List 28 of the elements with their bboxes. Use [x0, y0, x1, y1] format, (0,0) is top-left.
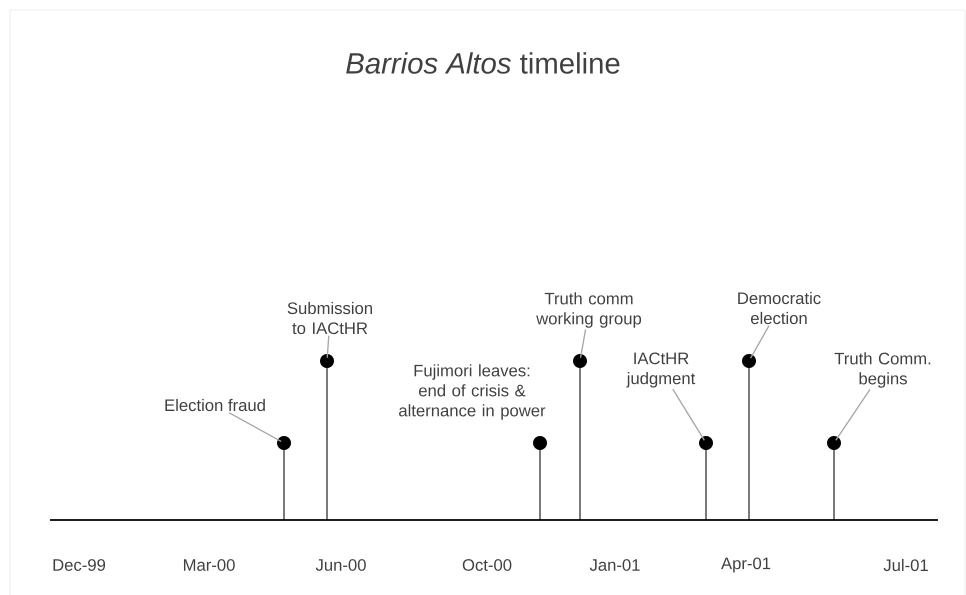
leader-line: [672, 388, 705, 441]
event-dot: [827, 436, 841, 450]
event-label: Submission to IACtHR: [288, 302, 372, 334]
axis-tick-label: Jun-00: [316, 559, 366, 571]
event-label: Truth Comm. begins: [834, 352, 930, 388]
leader-line: [228, 412, 282, 442]
axis-tick-label: Dec-99: [54, 559, 106, 571]
event-dot: [573, 354, 587, 368]
leader-line: [580, 329, 586, 358]
event-label: Democratic election: [738, 292, 821, 324]
event-dot: [277, 436, 291, 450]
axis-tick-label: Oct-00: [462, 559, 512, 571]
axis-tick-label: Mar-00: [184, 559, 235, 571]
event-dot: [742, 354, 756, 368]
leader-line: [835, 388, 871, 441]
leader-line: [750, 325, 770, 358]
leader-line: [326, 336, 330, 358]
event-dot: [533, 436, 547, 450]
axis-tick-label: Apr-01: [721, 557, 770, 573]
event-dot: [699, 436, 713, 450]
event-label: Truth comm working group: [536, 292, 642, 328]
event-label: Election fraud: [165, 398, 265, 412]
event-label: IACtHR judgment: [626, 352, 696, 388]
event-label: Fujimori leaves: end of crisis & alternance in power: [399, 364, 546, 420]
axis-tick-label: Jan-01: [590, 559, 640, 571]
axis-tick-label: Jul-01: [884, 558, 928, 572]
event-dot: [320, 354, 334, 368]
chart-title: Barrios Altos timeline: [346, 52, 620, 74]
